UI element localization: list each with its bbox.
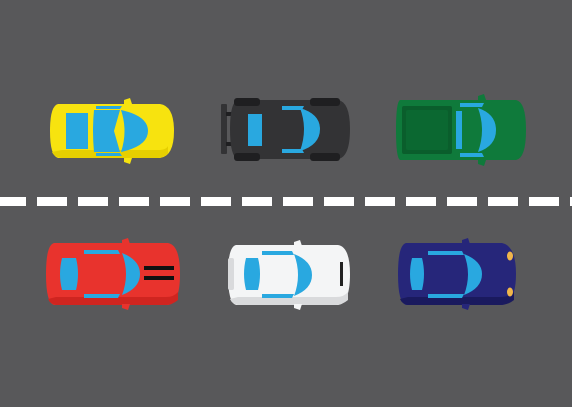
side-mirror [462,238,470,244]
side-mirror [124,158,132,164]
lane-dash [324,197,354,206]
headlight [507,251,513,261]
side-window-top [262,251,294,255]
rear-window [66,113,88,149]
side-window-bottom [428,294,464,298]
side-window-bottom [84,294,120,298]
rear-window [456,111,462,149]
side-window-bottom [262,294,294,298]
yellow-sports-car [50,98,174,164]
navy-compact-car [398,238,516,310]
lane-dash [529,197,559,206]
car-body [228,245,350,305]
front-tire [310,98,340,106]
windshield [122,253,140,295]
rear-tire [234,153,260,161]
windshield [464,254,482,295]
car-body [46,243,180,305]
lane-divider [0,197,572,206]
roof-window [93,110,120,152]
lane-dash [447,197,477,206]
rear-window [248,114,262,146]
side-window-top [84,250,120,254]
lane-dash [242,197,272,206]
windshield [294,254,312,296]
side-window-top [282,106,304,110]
lane-dash [488,197,518,206]
side-mirror [122,304,130,310]
car-side-trim [400,292,514,305]
car-side-trim [230,292,348,305]
side-mirror [294,304,302,310]
side-mirror [122,238,130,244]
side-mirror [478,94,486,100]
lane-dash [0,197,26,206]
rear-wing [221,104,227,154]
lane-dash [37,197,67,206]
lane-dash [365,197,395,206]
white-sedan [228,240,350,310]
red-hatchback [46,238,180,310]
lane-dash [570,197,572,206]
side-window-top [460,103,484,107]
side-window-bottom [96,153,122,156]
black-race-car [221,98,350,161]
green-pickup-truck [396,94,526,166]
lane-dash [78,197,108,206]
rear-window [410,258,424,290]
rear-tire [234,98,260,106]
grille-line [340,262,343,286]
windshield [478,108,496,152]
side-mirror [478,160,486,166]
side-mirror [462,304,470,310]
rear-window [244,258,260,290]
side-mirror [124,98,132,104]
windshield [121,110,148,152]
lane-dash [406,197,436,206]
windshield [300,108,320,151]
lane-dash [283,197,313,206]
hood-vent [144,266,174,270]
lane-dash [160,197,190,206]
wing-strut [226,142,232,146]
front-tire [310,153,340,161]
side-window-top [96,106,122,109]
lane-dash [119,197,149,206]
wing-strut [226,112,232,116]
lane-dash [201,197,231,206]
side-window-bottom [460,153,484,157]
rear-window [60,258,78,290]
car-side-trim [48,292,178,305]
truck-bed-floor [406,110,448,150]
side-window-bottom [282,149,304,153]
headlight [507,287,513,297]
hood-vent [144,276,174,280]
rear-bumper [228,258,234,290]
truck-bed [402,106,452,154]
side-window-top [428,251,464,255]
car-body [398,243,516,305]
side-mirror [294,240,302,246]
